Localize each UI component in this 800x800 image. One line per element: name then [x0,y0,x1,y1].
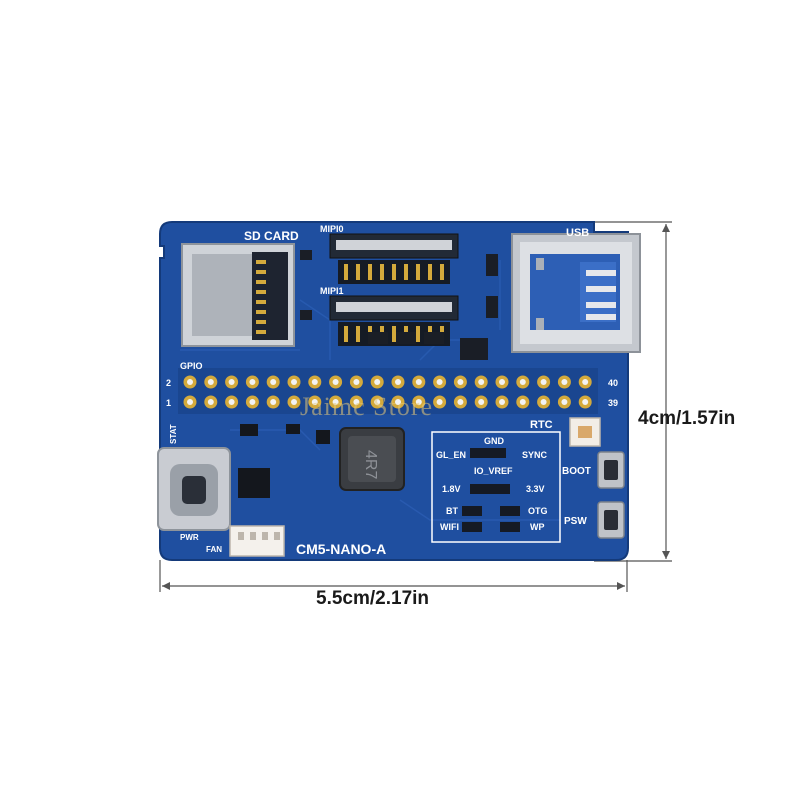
label-pwr: PWR [180,533,199,542]
board-name: CM5-NANO-A [296,541,386,557]
gpio-pin-hole [374,379,381,385]
gpio-pin-hole [207,379,214,385]
rtc-connector [569,417,601,447]
dimension-arrowheads [162,224,670,590]
gpio-pin-hole [561,379,568,385]
label-bt: BT [446,506,458,516]
label-1v8: 1.8V [442,484,461,494]
gpio-pin-hole [519,379,526,385]
label-otg: OTG [528,506,548,516]
gpio-pin-hole [332,399,339,405]
gpio-pin-hole [478,379,485,385]
gpio-pin-hole [540,399,547,405]
smd-components [300,250,498,360]
label-pin39: 39 [608,398,618,408]
gpio-pin-hole [249,379,256,385]
label-pin40: 40 [608,378,618,388]
gpio-pin-hole [311,399,318,405]
gpio-pin-hole [499,379,505,385]
gpio-pin-hole [228,379,235,385]
label-wp: WP [530,522,545,532]
power-button[interactable] [597,501,625,539]
label-io-vref: IO_VREF [474,466,513,476]
gpio-pin-hole [311,379,318,385]
usb-a-port [511,233,641,353]
label-boot: BOOT [562,466,591,477]
label-inductor: 4R7 [362,450,379,479]
label-gl-en: GL_EN [436,450,466,460]
width-dimension-label: 5.5cm/2.17in [316,588,430,609]
label-mipi0: MIPI0 [320,224,344,234]
gpio-pin-hole [332,379,339,385]
gpio-pin-hole [582,379,589,385]
gpio-pin-hole [499,399,505,405]
gpio-pin-hole [270,379,277,385]
label-fan: FAN [206,545,222,554]
height-dimension-label: 4cm/1.57in [638,408,736,429]
gpio-pin-hole [207,399,214,405]
label-3v3: 3.3V [526,484,545,494]
label-pin2: 2 [166,378,171,388]
gpio-pin-hole [291,399,297,405]
store-watermark: Jaimc Store [300,392,434,421]
gpio-pin-hole [395,399,401,405]
gpio-pin-hole [436,379,443,385]
label-usb: USB [566,227,589,239]
gpio-pin-hole [374,399,381,405]
mipi0-connector [329,233,459,284]
label-wifi: WIFI [440,522,459,532]
gpio-pin-hole [270,399,277,405]
label-pin1: 1 [166,398,171,408]
gpio-pin-hole [582,399,589,405]
usb-c-port [157,447,231,531]
gpio-pin-hole [457,399,464,405]
gpio-pin-hole [187,399,193,405]
gpio-pin-hole [353,379,360,385]
inductor-4r7 [339,427,405,491]
gpio-pin-hole [353,399,360,405]
label-gpio: GPIO [180,361,203,371]
label-rtc: RTC [530,419,553,431]
label-sync: SYNC [522,450,548,460]
config-panel [431,431,561,543]
gpio-pin-hole [249,399,256,405]
gpio-pin-hole [457,379,464,385]
boot-button[interactable] [597,451,625,489]
sd-card-slot [181,243,295,347]
power-ic [238,424,330,498]
gpio-pin-hole [540,379,547,385]
label-stat: STAT [169,424,178,444]
label-sd-card: SD CARD [244,229,299,243]
label-gnd: GND [484,436,505,446]
gpio-pin-hole [187,379,193,385]
gpio-header [178,368,598,414]
label-psw: PSW [564,516,587,527]
gpio-pin-hole [415,379,422,385]
gpio-pin-hole [395,379,401,385]
label-mipi1: MIPI1 [320,286,344,296]
gpio-pin-hole [436,399,443,405]
gpio-pin-hole [228,399,235,405]
silkscreen-labels: SD CARD MIPI0 MIPI1 USB GPIO 2 1 40 39 S… [166,224,618,557]
gpio-pin-hole [561,399,568,405]
gpio-pin-hole [478,399,485,405]
gpio-pin-hole [415,399,422,405]
gpio-pin-hole [291,379,297,385]
fan-connector [229,525,285,557]
gpio-pin-hole [519,399,526,405]
